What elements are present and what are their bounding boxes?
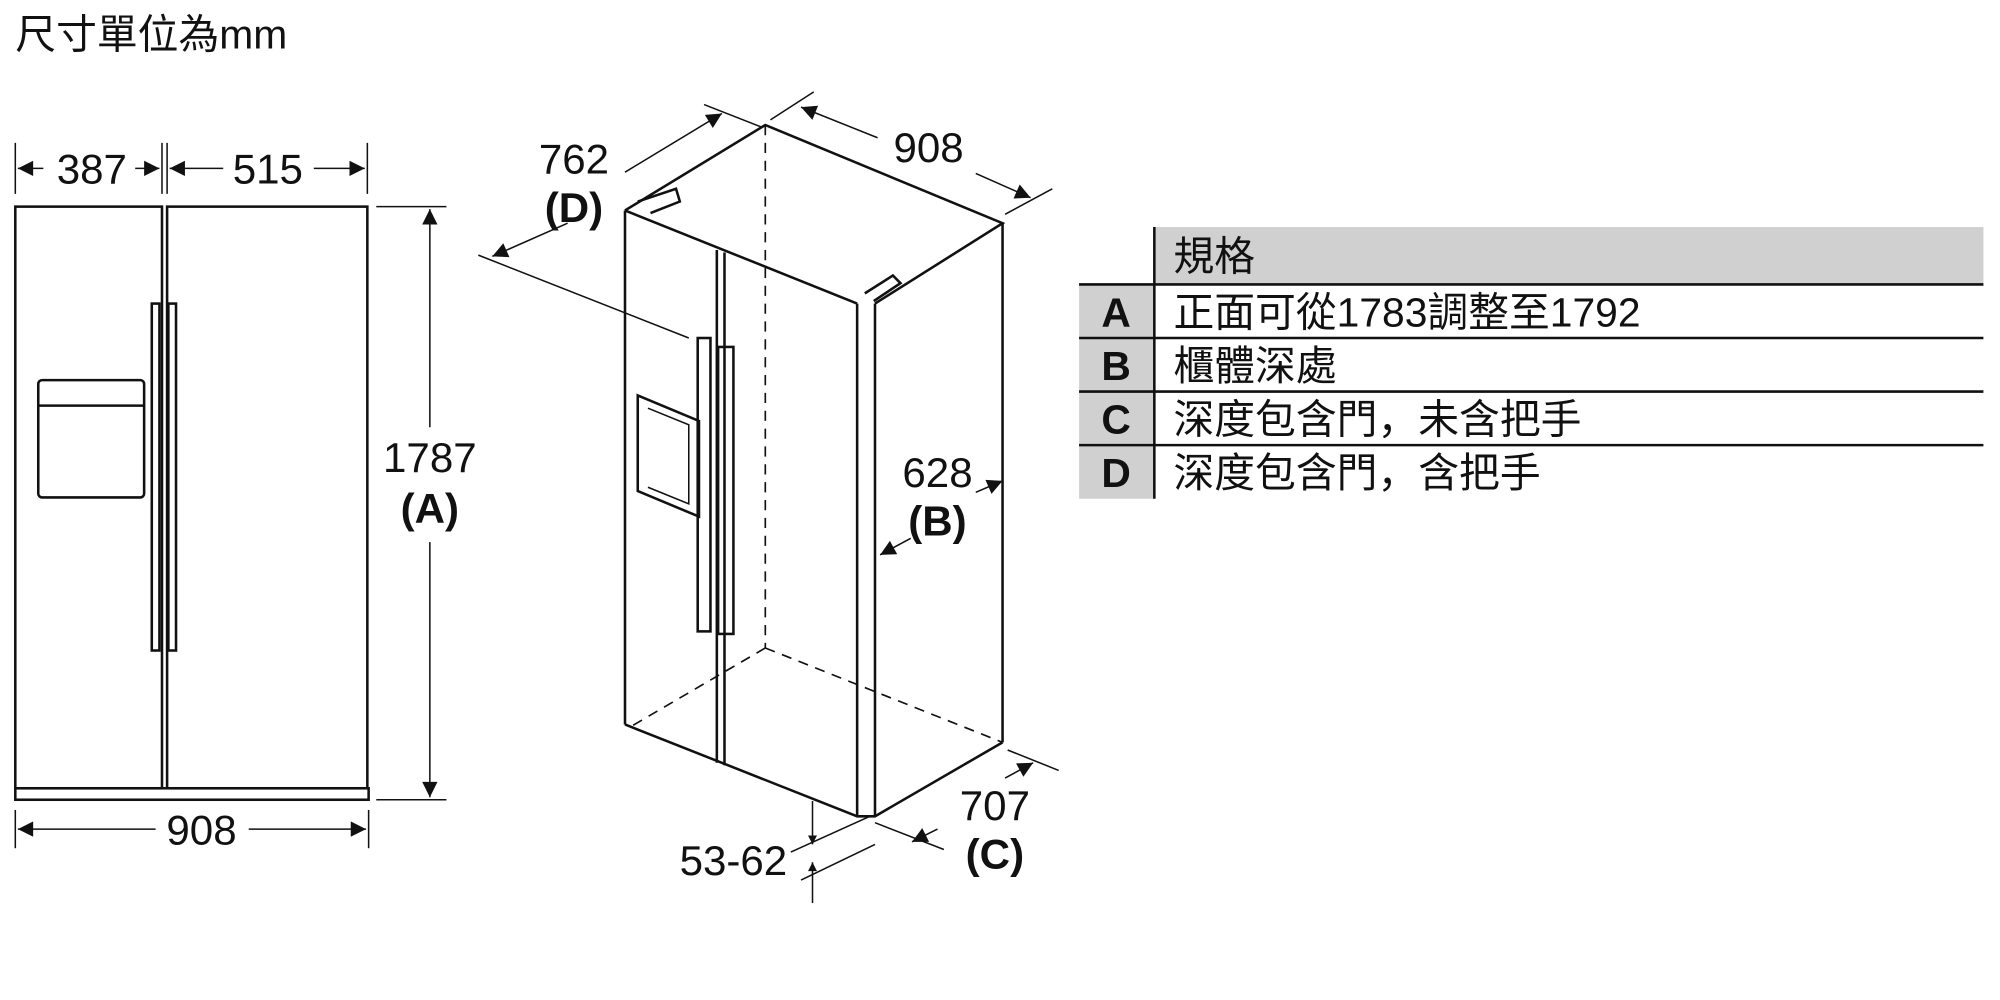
spec-table: 規格 A 正面可從1783調整至1792 B 櫃體深處 C 深度包含門，未含把手… xyxy=(1079,227,1984,499)
table-row: C 深度包含門，未含把手 xyxy=(1101,397,1581,443)
iso-right-handle xyxy=(716,345,735,636)
row-text: 深度包含門，含把手 xyxy=(1173,450,1540,496)
front-view: 387 515 908 1787 (A) xyxy=(14,142,477,853)
units-title: 尺寸單位為mm xyxy=(15,11,287,57)
row-text: 櫃體深處 xyxy=(1173,343,1336,389)
depth-with-handle-label: 762 xyxy=(539,135,609,182)
row-key: B xyxy=(1101,343,1130,389)
height-ref: (A) xyxy=(401,485,459,532)
table-header-band xyxy=(1154,227,1984,285)
depth-without-handle-ref: (C) xyxy=(966,831,1024,878)
table-row: A 正面可從1783調整至1792 xyxy=(1101,290,1640,336)
cabinet-depth-ref: (B) xyxy=(908,498,966,545)
top-outline xyxy=(624,123,1006,305)
base-plinth xyxy=(14,786,370,802)
row-text: 深度包含門，未含把手 xyxy=(1173,397,1581,443)
row-text: 正面可從1783調整至1792 xyxy=(1173,290,1640,336)
table-row: D 深度包含門，含把手 xyxy=(1101,450,1540,496)
depth-without-handle-label: 707 xyxy=(960,782,1030,829)
iso-width-label: 908 xyxy=(893,124,963,171)
row-key: D xyxy=(1101,450,1130,496)
water-dispenser xyxy=(36,378,146,499)
iso-dispenser xyxy=(636,393,701,519)
depth-with-handle-ref: (D) xyxy=(545,184,603,231)
table-row: B 櫃體深處 xyxy=(1101,343,1336,389)
right-handle xyxy=(167,302,178,652)
left-width-label: 387 xyxy=(57,146,127,193)
foot-adjust-label: 53-62 xyxy=(680,837,788,884)
right-width-label: 515 xyxy=(233,146,303,193)
table-header: 規格 xyxy=(1173,233,1255,279)
right-door xyxy=(165,205,369,790)
row-key: A xyxy=(1101,290,1130,336)
left-handle xyxy=(150,302,161,652)
height-label: 1787 xyxy=(383,434,477,481)
total-width-label: 908 xyxy=(166,806,236,853)
cabinet-depth-label: 628 xyxy=(902,449,972,496)
row-key: C xyxy=(1101,397,1130,443)
iso-view: 762 (D) 908 628 (B) 707 (C) 53-62 xyxy=(478,91,1059,904)
